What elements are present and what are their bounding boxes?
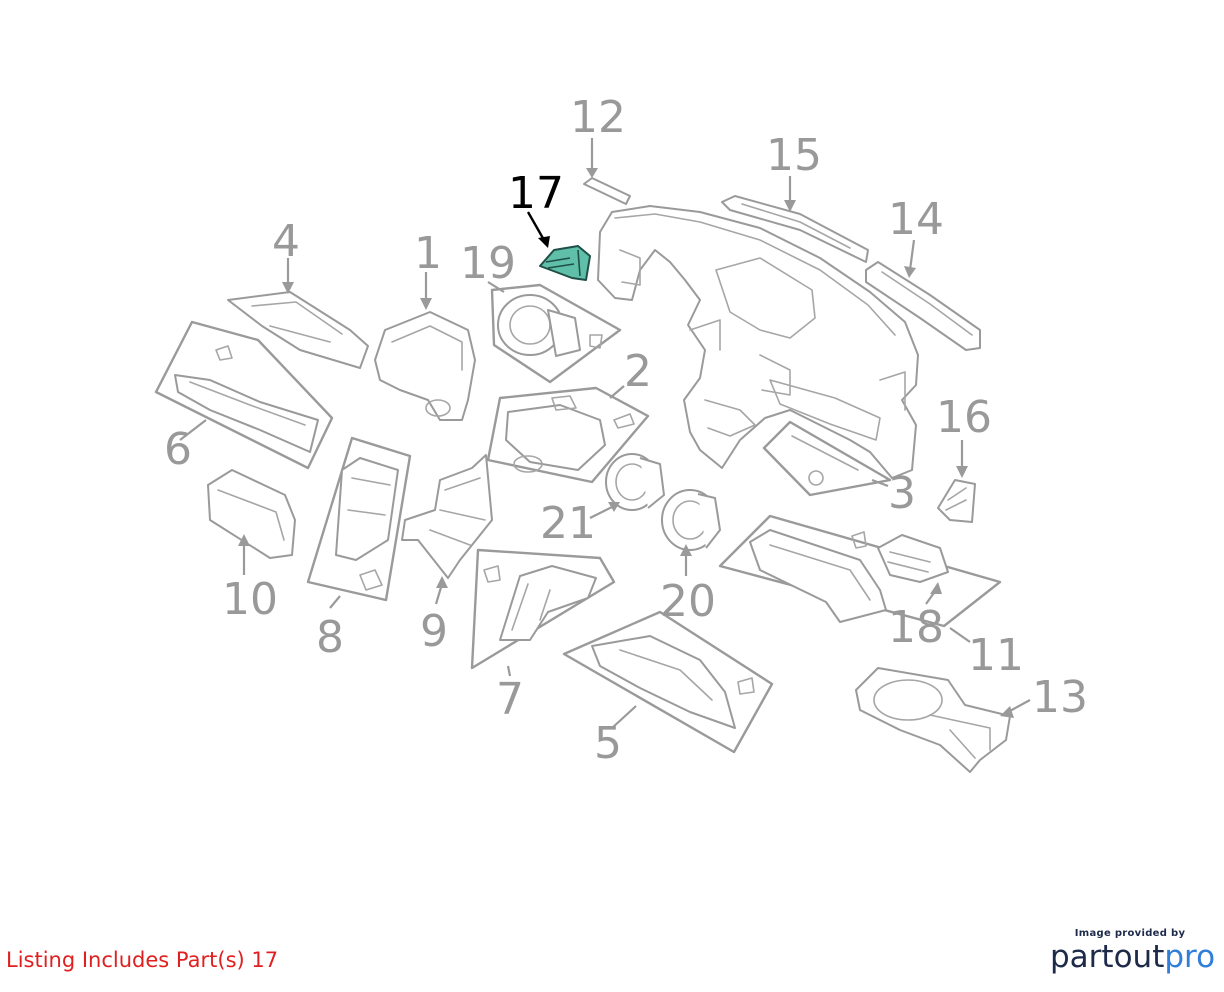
part-18-air-vent [877, 534, 949, 583]
logo-text-partout: partout [1050, 939, 1165, 975]
callout-15: 15 [766, 130, 822, 181]
part-2-trim-bezel-assembly [486, 386, 650, 484]
callout-11: 11 [968, 630, 1024, 681]
dashboard-main [597, 205, 919, 479]
callout-5: 5 [594, 718, 622, 769]
callout-12: 12 [570, 92, 626, 143]
part-21-air-vent [605, 453, 665, 511]
callout-4: 4 [272, 216, 300, 267]
part-9-mounting-bracket [401, 454, 493, 579]
callout-1: 1 [414, 228, 442, 279]
callout-8: 8 [316, 612, 344, 663]
credit-caption: Image provided by [1074, 928, 1186, 939]
callout-16: 16 [936, 392, 992, 443]
callout-6: 6 [164, 424, 192, 475]
part-6-lower-panel-assembly [154, 320, 334, 470]
callout-17: 17 [508, 168, 564, 219]
part-14-vent-strip [865, 261, 981, 351]
part-8-side-panel-assembly [306, 436, 412, 602]
listing-parts-note: Listing Includes Part(s) 17 [6, 948, 279, 972]
part-3-bracket-assembly [762, 420, 892, 497]
part-7-console-panel-assembly [470, 548, 616, 670]
callout-9: 9 [420, 606, 448, 657]
callout-7: 7 [496, 674, 524, 725]
part-20-air-vent [661, 489, 721, 551]
logo-text-pro: pro [1164, 939, 1216, 975]
part-10-glove-box [207, 469, 296, 559]
callout-10: 10 [222, 574, 278, 625]
part-11-duct-assembly [718, 514, 1002, 628]
part-12-trim-strip [583, 177, 631, 205]
part-5-tray-assembly [562, 610, 774, 754]
callout-3: 3 [888, 468, 916, 519]
part-16-corner-vent [937, 479, 976, 523]
callout-14: 14 [888, 194, 944, 245]
part-19-vent-assembly [490, 283, 622, 384]
callout-19: 19 [460, 238, 516, 289]
callout-20: 20 [660, 576, 716, 627]
part-1-column-cover [374, 311, 476, 421]
part-13-speaker-panel [855, 667, 1011, 773]
part-4-cover-panel [227, 291, 369, 369]
partoutpro-logo: partoutpro [1050, 939, 1215, 975]
part-15-defroster-strip [721, 195, 869, 263]
callout-18: 18 [888, 602, 944, 653]
part-17-air-vent-highlighted [539, 245, 591, 281]
callout-21: 21 [540, 498, 596, 549]
image-credit: Image provided by partoutpro [1050, 928, 1215, 975]
callout-13: 13 [1032, 672, 1088, 723]
callout-2: 2 [624, 346, 652, 397]
